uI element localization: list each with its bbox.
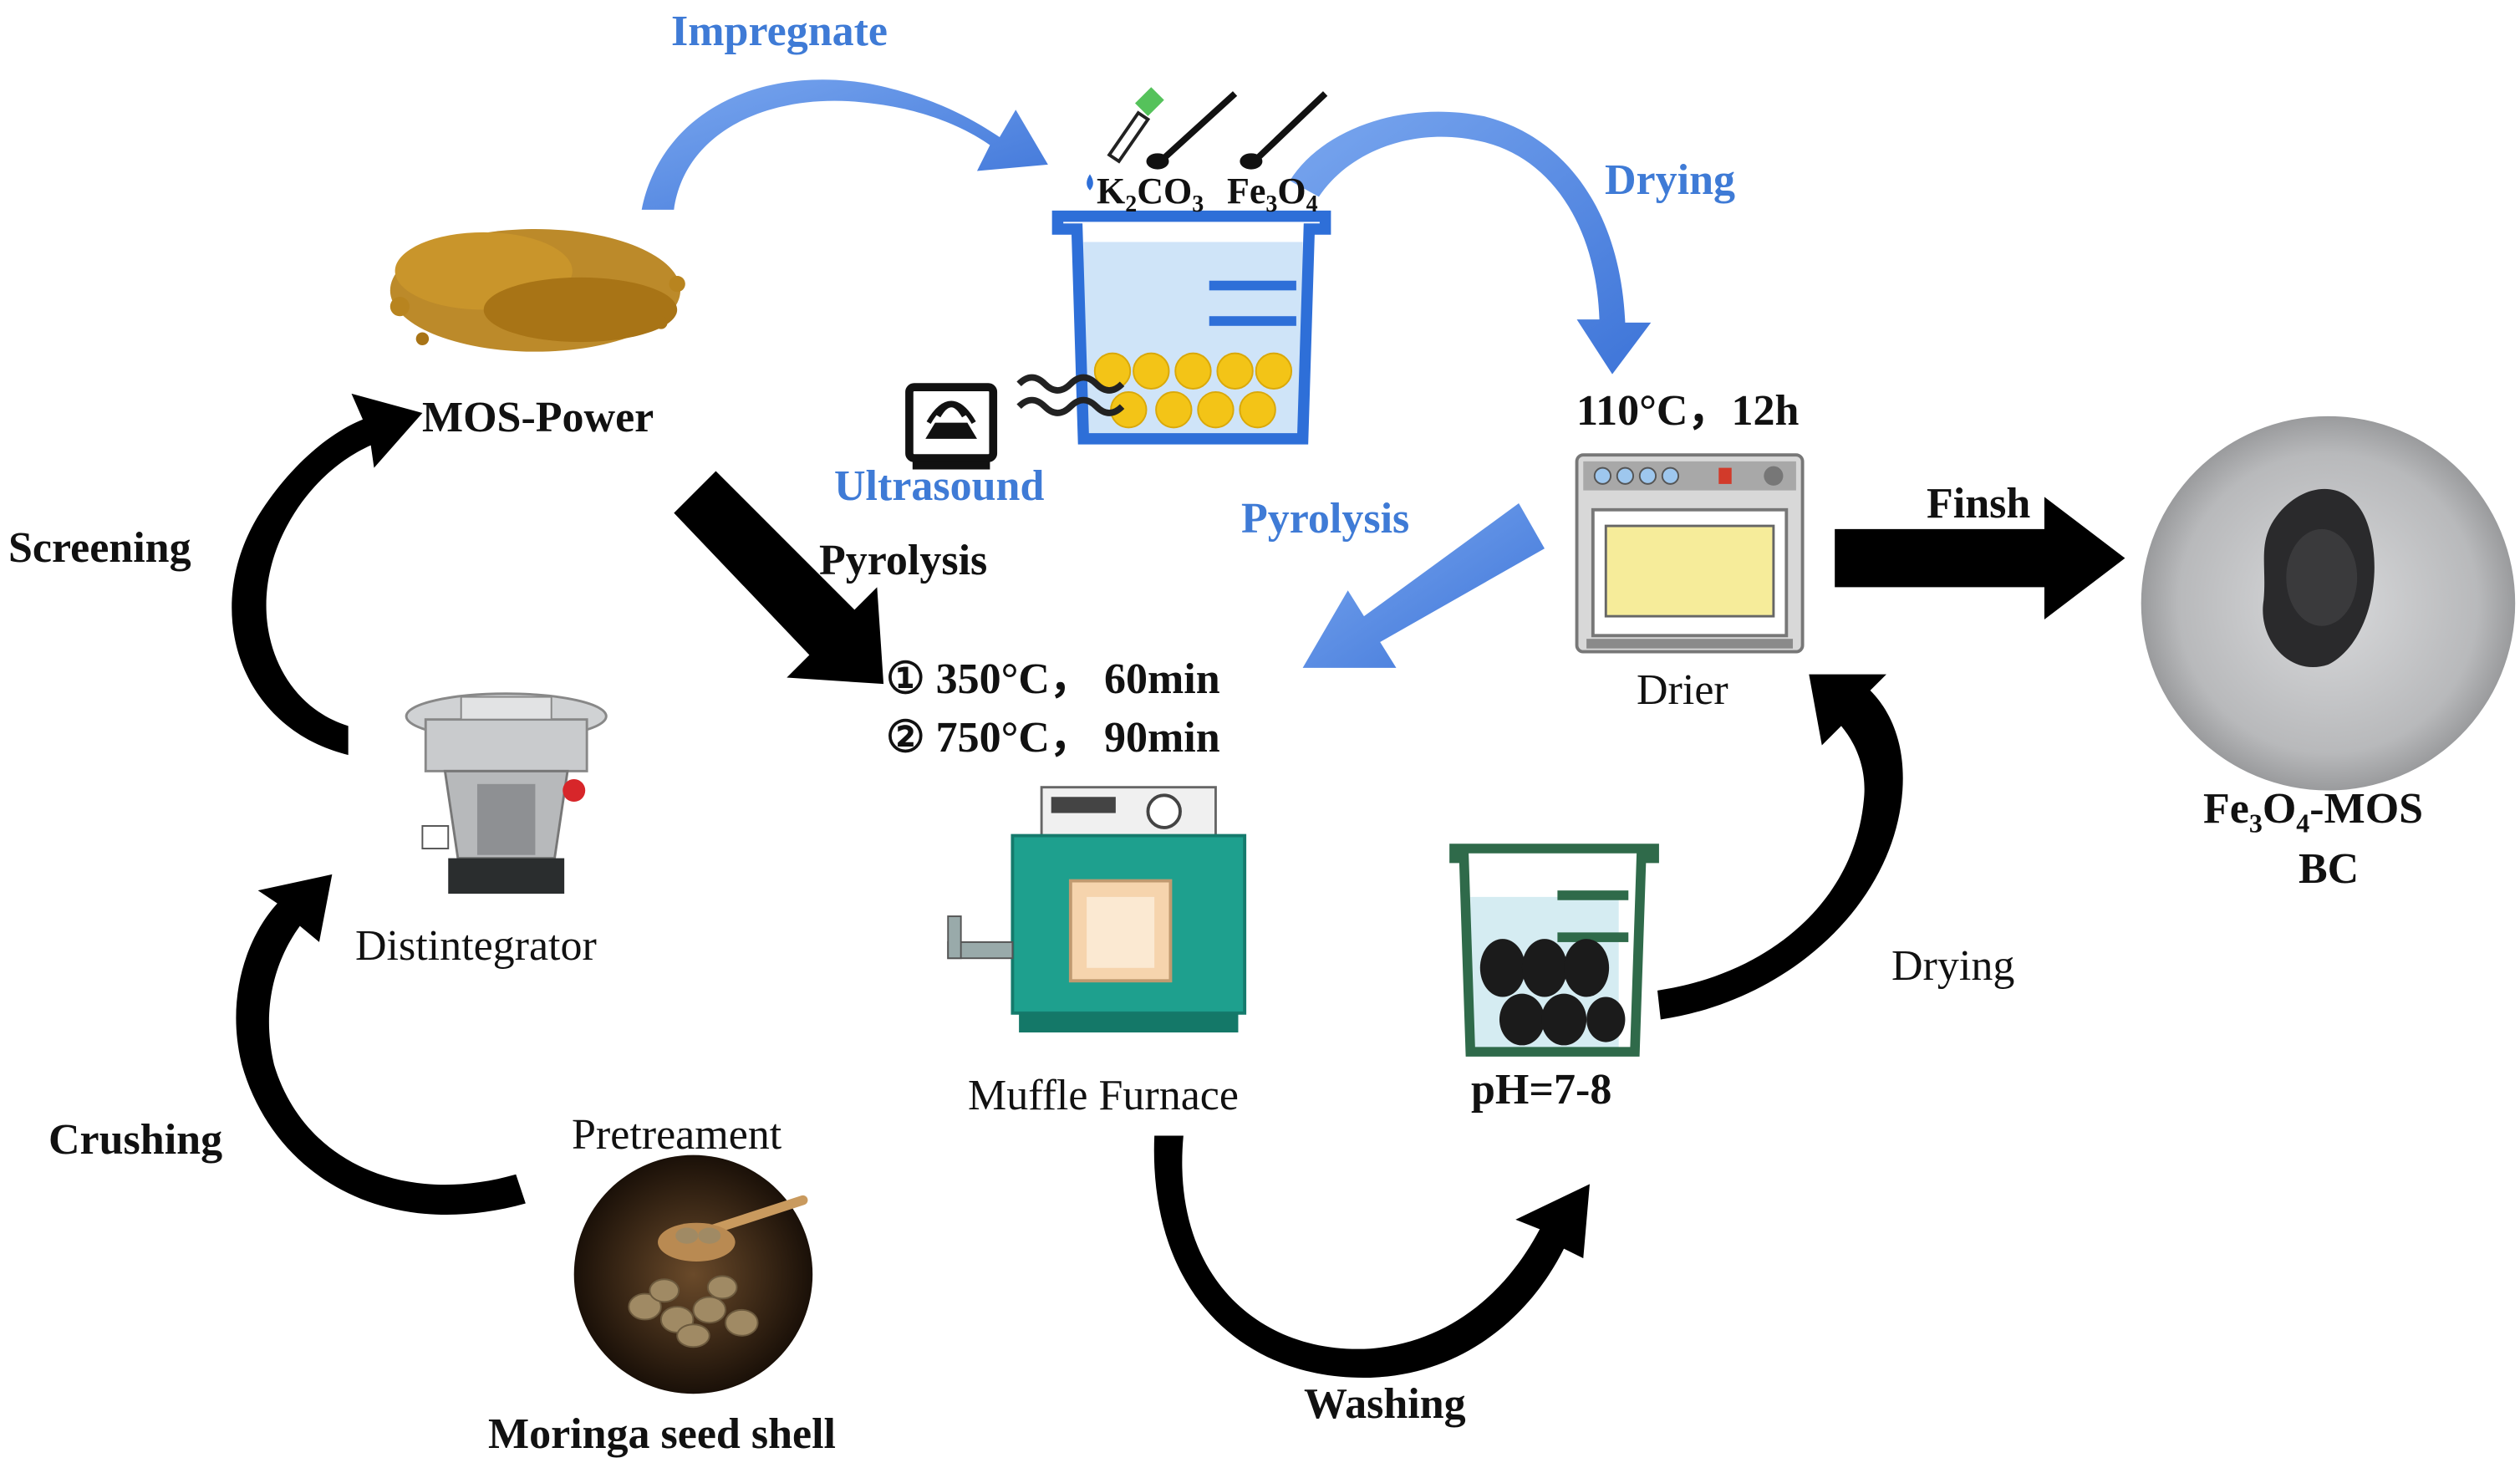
washing-label: Washing — [1304, 1380, 1466, 1428]
washing-beaker — [1449, 844, 1659, 1057]
pyrolysis-step1-label: ① 350°C， 60min — [886, 655, 1220, 703]
k2co3-label: K2CO3 — [1097, 171, 1204, 217]
muffle-furnace-image — [947, 786, 1247, 1032]
mos-power-label: MOS-Power — [422, 394, 654, 441]
distintegrator-image — [405, 692, 608, 895]
drying-right-arrow — [1657, 674, 1903, 1020]
drying-right-label: Drying — [1891, 942, 2015, 990]
product-label-line1: Fe3O4-MOS — [2203, 785, 2424, 838]
drier-label: Drier — [1637, 666, 1728, 714]
pyrolysis-black-arrow — [674, 471, 884, 685]
impregnate-label: Impregnate — [671, 8, 888, 55]
pyrolysis-blue-arrow — [1302, 503, 1545, 668]
impregnation-beaker — [1016, 210, 1331, 445]
fe3o4-mos-bc-image — [2141, 415, 2516, 791]
screening-label: Screening — [8, 524, 191, 572]
washing-arrow — [1153, 1135, 1590, 1379]
ultrasound-icon — [905, 383, 998, 470]
ph-label: pH=7-8 — [1471, 1066, 1612, 1114]
ultrasound-label: Ultrasound — [834, 462, 1045, 510]
drying-top-label: Drying — [1605, 156, 1735, 204]
product-label-line2: BC — [2299, 845, 2360, 893]
spoon-icon-k2co3 — [1146, 91, 1238, 170]
drier-condition-label: 110°C，12h — [1576, 387, 1800, 435]
mos-powder-image — [389, 229, 685, 352]
muffle-furnace-label: Muffle Furnace — [968, 1072, 1239, 1119]
pyrolysis-step2-label: ② 750°C， 90min — [886, 714, 1220, 762]
crushing-label: Crushing — [48, 1116, 223, 1164]
dropper-icon — [1087, 87, 1164, 191]
crushing-arrow — [236, 874, 526, 1216]
spoon-icon-fe3o4 — [1240, 91, 1328, 170]
distintegrator-label: Distintegrator — [355, 922, 597, 970]
impregnate-arrow — [641, 79, 1048, 210]
drier-image — [1575, 453, 1805, 654]
fe3o4-reagent-label: Fe3O4 — [1227, 171, 1318, 217]
screening-arrow — [232, 393, 423, 756]
pretreament-label: Pretreament — [572, 1111, 782, 1159]
finsh-label: Finsh — [1927, 480, 2031, 528]
drying-top-arrow — [1290, 111, 1652, 375]
pyrolysis-label: Pyrolysis — [819, 537, 988, 584]
moringa-seed-shell-label: Moringa seed shell — [488, 1410, 836, 1458]
finsh-arrow — [1835, 497, 2125, 619]
moringa-seed-shell-image — [573, 1155, 813, 1394]
pyrolysis-blue-label: Pyrolysis — [1241, 495, 1410, 543]
